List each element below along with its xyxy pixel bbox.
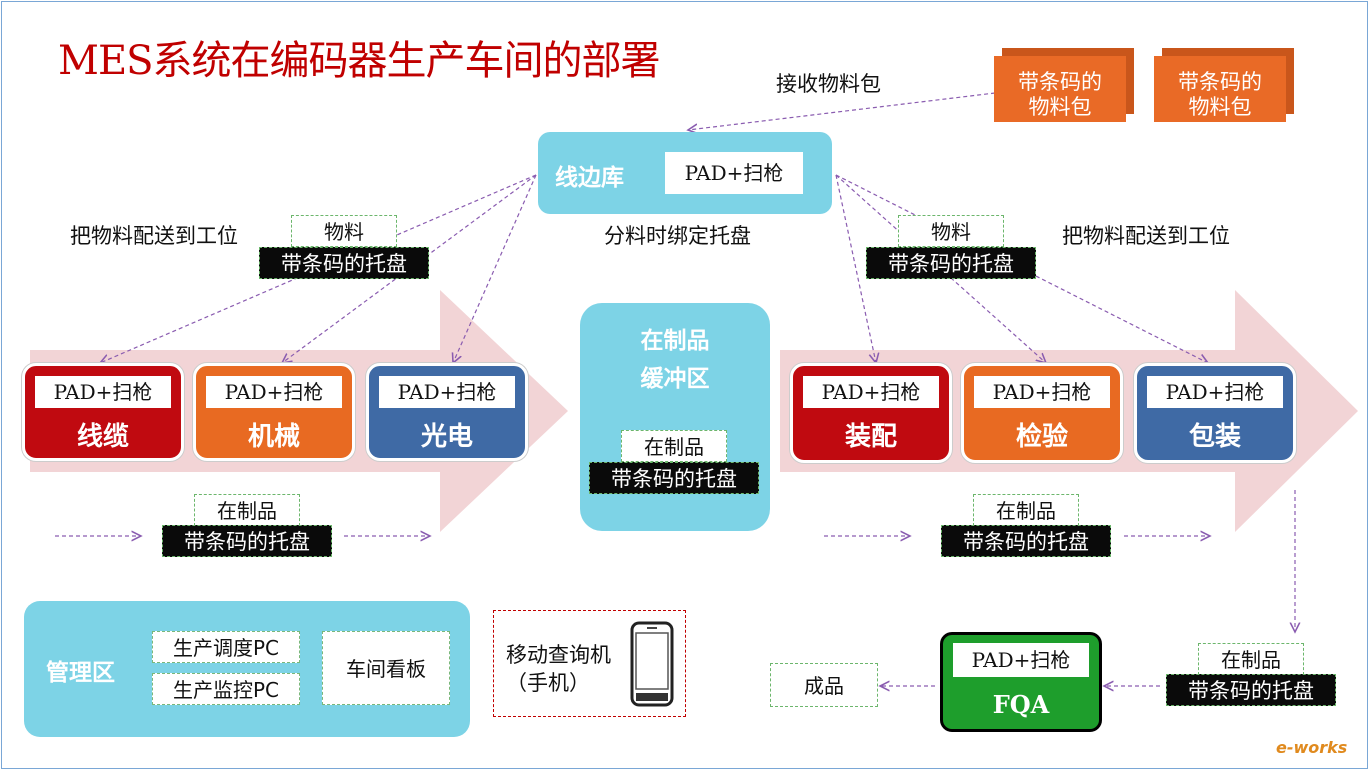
station-device: PAD+扫枪 bbox=[35, 376, 171, 408]
watermark-logo: e-works bbox=[1276, 738, 1348, 757]
line-store-title: 线边库 bbox=[555, 165, 624, 191]
mobile-line2: （手机） bbox=[506, 671, 590, 695]
station-mechanical[interactable]: PAD+扫枪 机械 bbox=[193, 363, 355, 461]
station-optoelectronic[interactable]: PAD+扫枪 光电 bbox=[366, 363, 528, 461]
buffer-title-2: 缓冲区 bbox=[640, 366, 710, 392]
dispatch-pc[interactable]: 生产调度PC bbox=[152, 631, 300, 663]
buffer-title-1: 在制品 bbox=[640, 328, 710, 354]
station-name: 光电 bbox=[420, 422, 473, 452]
barcode-tray-wip-left: 带条码的托盘 bbox=[162, 525, 332, 557]
workshop-board[interactable]: 车间看板 bbox=[322, 631, 450, 705]
barcode-tray-left: 带条码的托盘 bbox=[259, 247, 429, 279]
management-area: 管理区 生产调度PC 生产监控PC 车间看板 bbox=[24, 601, 470, 737]
station-device: PAD+扫枪 bbox=[1147, 376, 1283, 408]
barcode-tray-buffer: 带条码的托盘 bbox=[589, 462, 759, 494]
station-name: 机械 bbox=[247, 422, 300, 452]
station-device: PAD+扫枪 bbox=[206, 376, 342, 408]
line-store: 线边库 PAD+扫枪 bbox=[538, 132, 832, 214]
station-packaging[interactable]: PAD+扫枪 包装 bbox=[1134, 363, 1296, 463]
wip-tag-buffer: 在制品 bbox=[621, 430, 727, 462]
station-name: 包装 bbox=[1188, 422, 1241, 452]
material-pack-2: 带条码的 物料包 bbox=[1154, 56, 1286, 122]
bind-label: 分料时绑定托盘 bbox=[604, 224, 751, 248]
mobile-line1: 移动查询机 bbox=[506, 643, 611, 667]
station-device: PAD+扫枪 bbox=[379, 376, 515, 408]
deliver-label-left: 把物料配送到工位 bbox=[70, 224, 238, 248]
page-title: MES系统在编码器生产车间的部署 bbox=[58, 38, 661, 84]
station-cable[interactable]: PAD+扫枪 线缆 bbox=[22, 363, 184, 461]
material-pack-1: 带条码的 物料包 bbox=[994, 56, 1126, 122]
phone-icon bbox=[630, 621, 674, 707]
monitor-pc[interactable]: 生产监控PC bbox=[152, 673, 300, 705]
wip-buffer: 在制品 缓冲区 bbox=[580, 303, 770, 531]
deliver-label-right: 把物料配送到工位 bbox=[1062, 224, 1230, 248]
barcode-tray-right: 带条码的托盘 bbox=[866, 247, 1036, 279]
material-tag-right: 物料 bbox=[898, 215, 1004, 247]
management-title: 管理区 bbox=[46, 660, 115, 686]
barcode-tray-fqa: 带条码的托盘 bbox=[1166, 674, 1336, 706]
station-name: 检验 bbox=[1015, 422, 1068, 452]
material-tag-left: 物料 bbox=[291, 215, 397, 247]
station-inspection[interactable]: PAD+扫枪 检验 bbox=[961, 363, 1123, 463]
receive-label: 接收物料包 bbox=[776, 72, 881, 96]
finished-goods: 成品 bbox=[770, 663, 878, 707]
line-store-device: PAD+扫枪 bbox=[665, 152, 803, 194]
station-device: PAD+扫枪 bbox=[974, 376, 1110, 408]
station-assembly[interactable]: PAD+扫枪 装配 bbox=[790, 363, 952, 463]
barcode-tray-wip-right: 带条码的托盘 bbox=[941, 525, 1111, 557]
station-name: 线缆 bbox=[76, 422, 129, 452]
fqa-device: PAD+扫枪 bbox=[953, 643, 1089, 677]
mobile-query-box: 移动查询机 （手机） bbox=[493, 610, 686, 717]
wip-tag-fqa: 在制品 bbox=[1198, 643, 1304, 675]
wip-tag-right: 在制品 bbox=[973, 494, 1079, 526]
station-device: PAD+扫枪 bbox=[803, 376, 939, 408]
fqa-name: FQA bbox=[992, 690, 1050, 719]
station-fqa[interactable]: PAD+扫枪 FQA bbox=[940, 632, 1102, 732]
wip-tag-left: 在制品 bbox=[194, 494, 300, 526]
station-name: 装配 bbox=[844, 422, 897, 452]
